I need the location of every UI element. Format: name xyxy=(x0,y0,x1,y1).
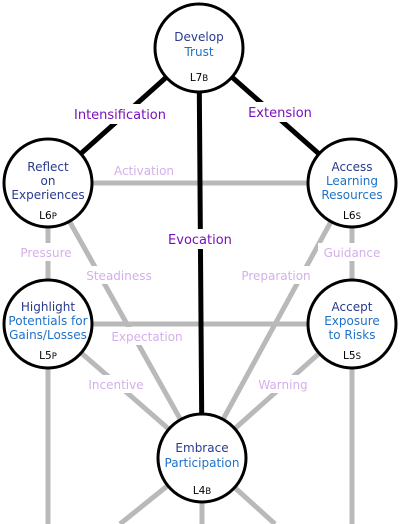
label-evocation: Evocation xyxy=(168,233,232,248)
label-preparation: Preparation xyxy=(241,269,310,283)
node-trust-line2: Trust xyxy=(183,45,213,59)
label-guidance: Guidance xyxy=(324,246,381,260)
node-develop-trust: Develop Trust L7B xyxy=(153,2,245,94)
node-access-line2: Learning xyxy=(326,174,378,188)
node-reflect-line1: Reflect xyxy=(27,160,69,174)
node-embrace-line2: Participation xyxy=(165,456,240,470)
label-steadiness: Steadiness xyxy=(86,269,152,283)
node-reflect-code: L6P xyxy=(39,210,57,222)
node-highlight-line1: Highlight xyxy=(21,300,75,314)
label-incentive: Incentive xyxy=(88,378,143,392)
edge-labels: Intensification Extension Evocation Acti… xyxy=(16,102,386,393)
node-accept-line1: Accept xyxy=(332,300,373,314)
node-access-line3: Resources xyxy=(321,188,382,202)
node-access-line1: Access xyxy=(331,160,372,174)
node-highlight-line3: Gains/Losses xyxy=(9,328,87,342)
node-embrace-participation: Embrace Participation L4B xyxy=(156,412,248,504)
node-reflect-line2: on xyxy=(41,174,56,188)
node-embrace-code: L4B xyxy=(193,485,212,497)
label-expectation: Expectation xyxy=(111,330,182,344)
label-warning: Warning xyxy=(258,378,307,392)
node-embrace-line1: Embrace xyxy=(175,441,228,455)
node-reflect-experiences: Reflect on Experiences L6P xyxy=(2,137,94,229)
edge-steadiness xyxy=(45,181,205,460)
node-highlight-code: L5P xyxy=(39,350,57,362)
node-highlight-potentials: Highlight Potentials for Gains/Losses L5… xyxy=(2,278,94,370)
label-extension: Extension xyxy=(248,106,312,121)
label-pressure: Pressure xyxy=(20,246,71,260)
node-access-code: L6S xyxy=(343,210,361,222)
node-highlight-line2: Potentials for xyxy=(8,314,87,328)
edge-evocation xyxy=(196,47,205,459)
node-reflect-line3: Experiences xyxy=(11,188,84,202)
node-access-resources: Access Learning Resources L6S xyxy=(306,137,398,229)
edge-preparation xyxy=(199,181,355,460)
label-activation: Activation xyxy=(114,164,174,178)
node-accept-line3: to Risks xyxy=(329,328,376,342)
node-trust-code: L7B xyxy=(190,72,209,84)
node-accept-risks: Accept Exposure to Risks L5S xyxy=(306,278,398,370)
node-accept-code: L5S xyxy=(343,350,361,362)
node-trust-line1: Develop xyxy=(174,30,223,44)
label-intensification: Intensification xyxy=(74,108,166,123)
node-accept-line2: Exposure xyxy=(324,314,380,328)
